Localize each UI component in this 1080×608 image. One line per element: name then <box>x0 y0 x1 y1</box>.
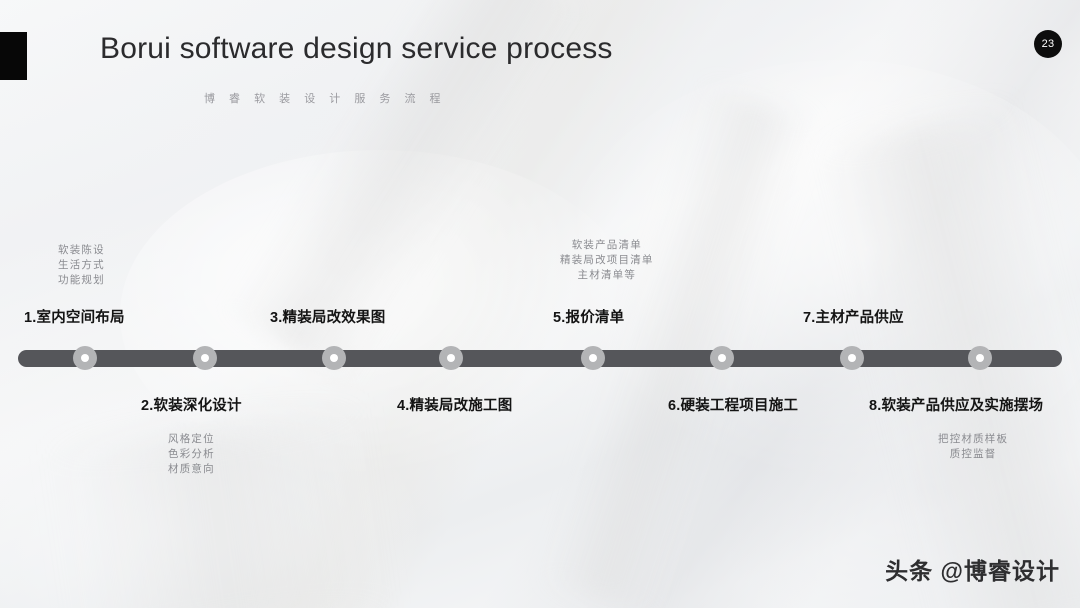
timeline-node-core <box>447 354 455 362</box>
timeline-node-core <box>589 354 597 362</box>
timeline-node-core <box>976 354 984 362</box>
timeline-node-6[interactable] <box>710 346 734 370</box>
timeline-step-subtext-5: 软装产品清单精装局改项目清单主材清单等 <box>560 238 654 283</box>
timeline-step-subtext-line: 生活方式 <box>58 259 105 271</box>
timeline-step-label-6: 6.硬装工程项目施工 <box>668 398 799 414</box>
background-fold-4 <box>47 408 393 608</box>
timeline-step-subtext-line: 风格定位 <box>168 433 215 445</box>
timeline-node-core <box>330 354 338 362</box>
corner-accent-block <box>0 32 27 80</box>
timeline-node-core <box>848 354 856 362</box>
timeline-step-subtext-line: 精装局改项目清单 <box>560 254 654 266</box>
timeline-step-label-4: 4.精装局改施工图 <box>397 398 513 414</box>
timeline-step-subtext-1: 软装陈设生活方式功能规划 <box>58 243 105 288</box>
timeline-step-subtext-line: 软装产品清单 <box>571 239 642 251</box>
timeline-step-label-3: 3.精装局改效果图 <box>270 310 386 326</box>
timeline-step-label-5: 5.报价清单 <box>553 310 625 326</box>
timeline-node-core <box>81 354 89 362</box>
timeline-step-subtext-line: 软装陈设 <box>58 244 105 256</box>
timeline-step-subtext-line: 主材清单等 <box>577 269 637 281</box>
timeline-step-subtext-8: 把控材质样板质控监督 <box>938 432 1008 462</box>
timeline-node-3[interactable] <box>322 346 346 370</box>
timeline-node-4[interactable] <box>439 346 463 370</box>
timeline-step-subtext-line: 把控材质样板 <box>938 433 1009 445</box>
timeline-bar <box>18 350 1062 367</box>
timeline-step-label-8: 8.软装产品供应及实施摆场 <box>869 398 1044 414</box>
timeline-step-subtext-line: 质控监督 <box>949 448 997 460</box>
timeline-node-2[interactable] <box>193 346 217 370</box>
timeline-node-core <box>201 354 209 362</box>
background-fold-2 <box>542 84 818 608</box>
timeline-node-5[interactable] <box>581 346 605 370</box>
page-subtitle: 博 睿 软 装 设 计 服 务 流 程 <box>204 93 447 105</box>
timeline-node-8[interactable] <box>968 346 992 370</box>
timeline-step-subtext-2: 风格定位色彩分析材质意向 <box>168 432 215 477</box>
timeline-node-core <box>718 354 726 362</box>
page-title: Borui software design service process <box>100 32 613 65</box>
timeline-step-subtext-line: 功能规划 <box>58 274 105 286</box>
timeline-step-label-1: 1.室内空间布局 <box>24 310 125 326</box>
timeline-step-subtext-line: 材质意向 <box>168 463 215 475</box>
timeline-node-1[interactable] <box>73 346 97 370</box>
timeline-step-label-7: 7.主材产品供应 <box>803 310 904 326</box>
timeline-step-label-2: 2.软装深化设计 <box>141 398 242 414</box>
timeline-step-subtext-line: 色彩分析 <box>168 448 215 460</box>
watermark: 头条 @博睿设计 <box>885 558 1060 584</box>
page-number-badge: 23 <box>1034 30 1062 58</box>
timeline-node-7[interactable] <box>840 346 864 370</box>
